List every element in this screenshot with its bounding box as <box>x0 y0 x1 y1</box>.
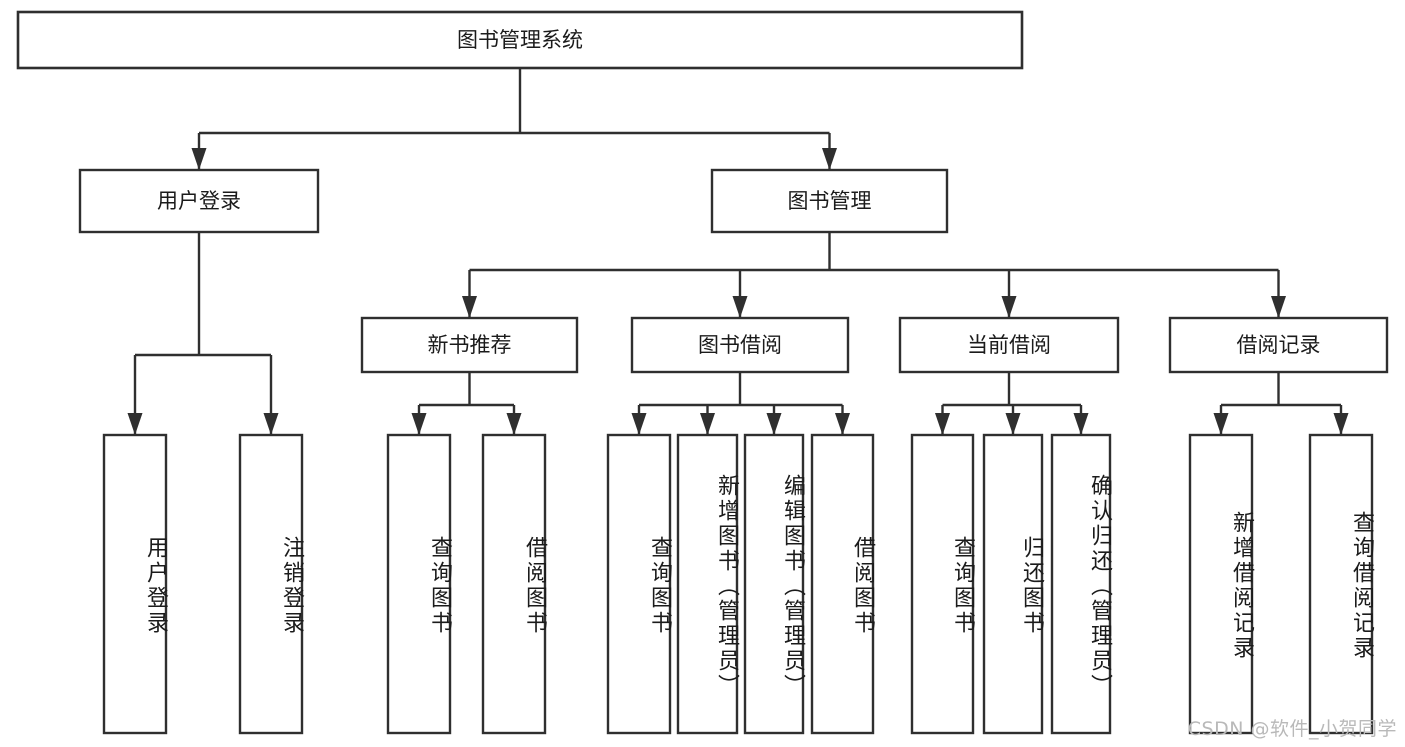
node-box <box>676 433 739 735</box>
node-box <box>386 433 452 735</box>
node-label: 新书推荐 <box>428 333 512 357</box>
arrow-head-icon <box>631 413 647 435</box>
node-box <box>710 168 949 234</box>
arrow-head-icon <box>506 413 522 435</box>
node-level3-新书推荐[interactable] <box>360 316 579 374</box>
node-box <box>1050 433 1112 735</box>
node-leaf-确认归还管理员[interactable] <box>1050 433 1112 735</box>
arrow-head-icon <box>835 413 850 435</box>
node-leaf-编辑图书管理员[interactable] <box>743 433 805 735</box>
arrow-head-icon <box>1073 413 1089 435</box>
node-leaf-新增图书管理员[interactable] <box>676 433 739 735</box>
node-box <box>360 316 579 374</box>
node-leaf-查询图书[interactable] <box>910 433 975 735</box>
node-box <box>102 433 168 735</box>
node-box <box>16 10 1024 70</box>
node-box <box>78 168 320 234</box>
arrow-head-icon <box>935 413 950 435</box>
node-label: 借阅记录 <box>1237 333 1321 357</box>
arrow-head-icon <box>1333 413 1349 435</box>
connector-layer <box>127 68 1349 435</box>
arrow-head-icon <box>822 148 837 170</box>
node-leaf-注销登录[interactable] <box>238 433 304 735</box>
node-leaf-查询图书[interactable] <box>386 433 452 735</box>
node-box <box>238 433 304 735</box>
node-box <box>1308 433 1374 735</box>
arrow-head-icon <box>263 413 279 435</box>
node-box <box>630 316 850 374</box>
node-label: 图书管理 <box>788 189 872 213</box>
arrow-head-icon <box>732 296 748 318</box>
csdn-watermark: CSDN @软件_小贺同学 <box>1187 718 1397 740</box>
arrow-head-icon <box>1001 296 1017 318</box>
node-box <box>606 433 672 735</box>
node-leaf-新增借阅记录[interactable] <box>1188 433 1254 735</box>
arrow-head-icon <box>1271 296 1286 318</box>
node-label: 用户登录 <box>157 189 241 213</box>
node-level3-图书借阅[interactable] <box>630 316 850 374</box>
node-box <box>1168 316 1389 374</box>
node-box <box>481 433 547 735</box>
node-label: 图书管理系统 <box>457 28 583 52</box>
node-level3-当前借阅[interactable] <box>898 316 1120 374</box>
node-level3-借阅记录[interactable] <box>1168 316 1389 374</box>
arrow-head-icon <box>766 413 782 435</box>
node-root-图书管理系统[interactable] <box>16 10 1024 70</box>
arrow-head-icon <box>411 413 427 435</box>
arrow-head-icon <box>1005 413 1021 435</box>
arrow-head-icon <box>1213 413 1229 435</box>
node-leaf-查询图书[interactable] <box>606 433 672 735</box>
node-label: 当前借阅 <box>967 333 1051 357</box>
arrow-head-icon <box>191 148 207 170</box>
node-leaf-借阅图书[interactable] <box>810 433 875 735</box>
arrow-head-icon <box>700 413 715 435</box>
node-label: 图书借阅 <box>698 333 782 357</box>
node-box <box>910 433 975 735</box>
node-leaf-归还图书[interactable] <box>982 433 1044 735</box>
node-box <box>743 433 805 735</box>
node-box <box>898 316 1120 374</box>
node-level2-用户登录[interactable] <box>78 168 320 234</box>
node-leaf-用户登录[interactable] <box>102 433 168 735</box>
node-box <box>982 433 1044 735</box>
node-box <box>1188 433 1254 735</box>
arrow-head-icon <box>127 413 143 435</box>
node-box <box>810 433 875 735</box>
node-level2-图书管理[interactable] <box>710 168 949 234</box>
node-leaf-借阅图书[interactable] <box>481 433 547 735</box>
node-leaf-查询借阅记录[interactable] <box>1308 433 1374 735</box>
arrow-head-icon <box>462 296 477 318</box>
node-box-layer <box>16 10 1389 735</box>
